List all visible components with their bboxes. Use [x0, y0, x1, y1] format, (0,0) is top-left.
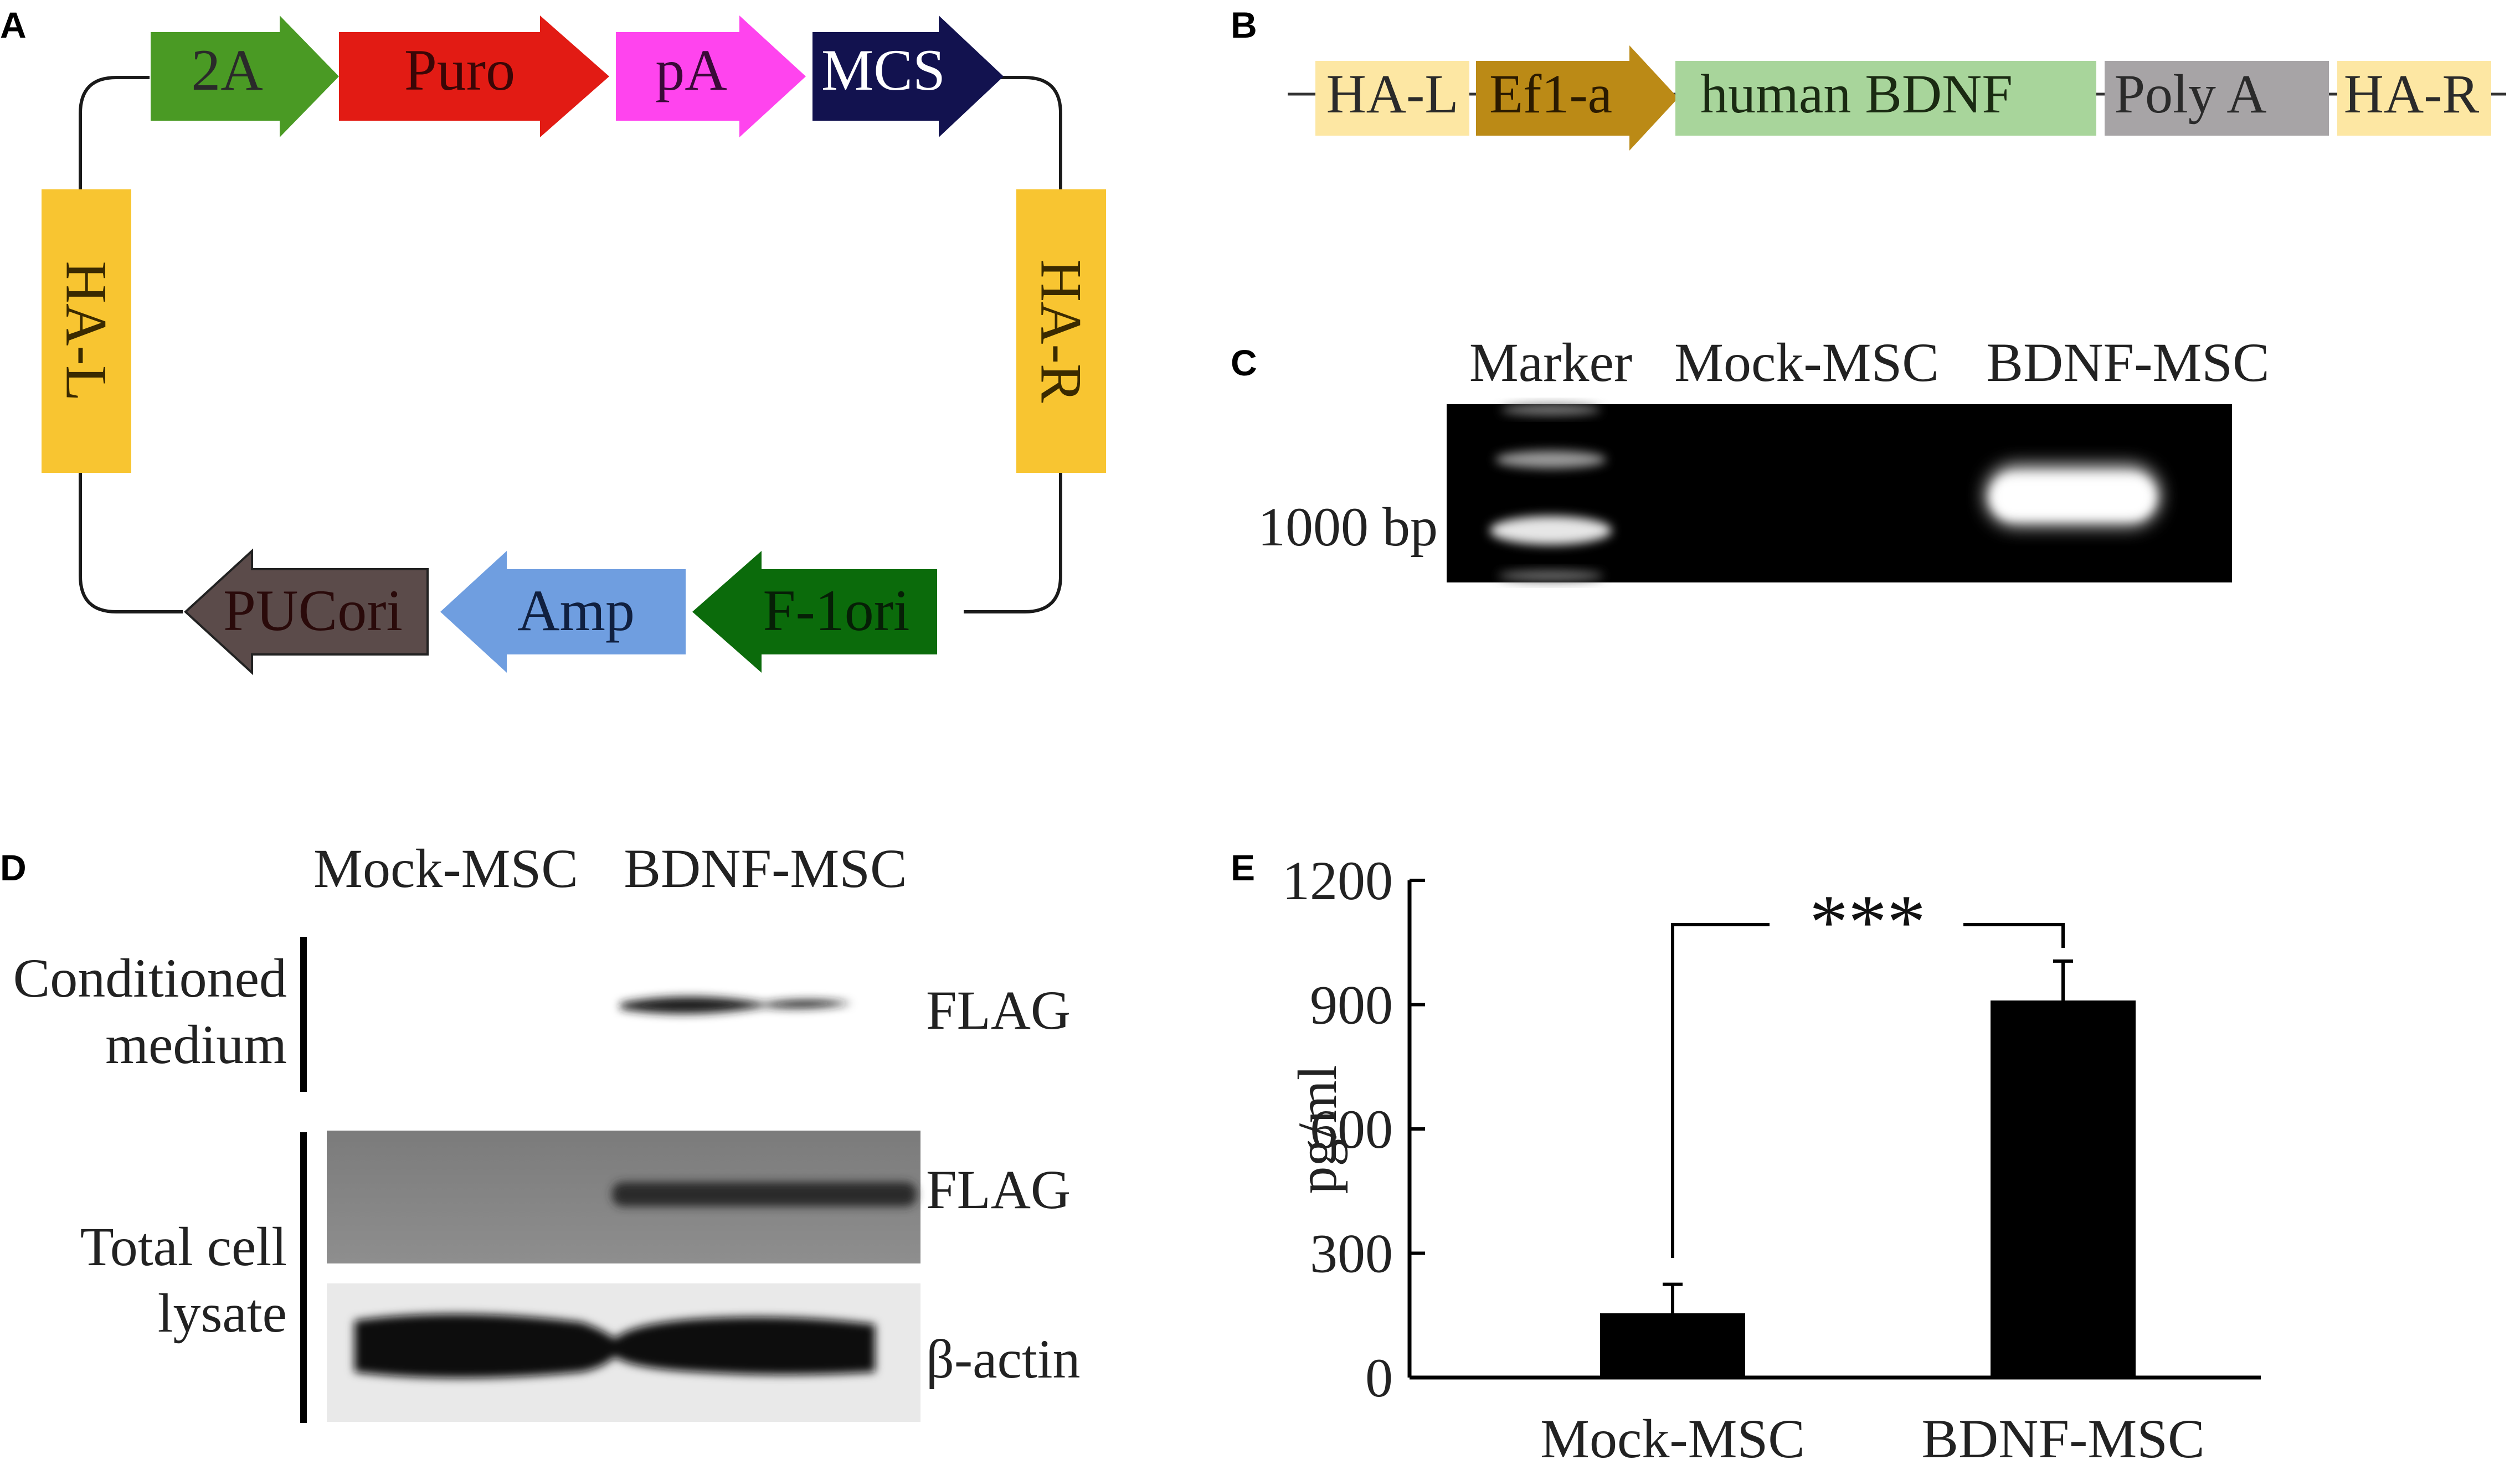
lane-label-mock: Mock-MSC: [1674, 332, 1939, 393]
panel-e-letter: E: [1231, 847, 1255, 888]
group-label-medium: medium: [105, 1014, 287, 1075]
feature-mcs-label: MCS: [821, 38, 945, 102]
band-label-cm-flag: FLAG: [926, 979, 1071, 1041]
y-axis-label: pg/ml: [1287, 1065, 1348, 1194]
ladder-band: [1501, 404, 1601, 415]
significance-stars: ***: [1809, 879, 1926, 965]
segment-bdnf: human BDNF: [1675, 61, 2096, 136]
y-tick-label: 600: [1310, 1098, 1393, 1160]
feature-ha-r: HA-R: [1016, 189, 1106, 473]
segment-bdnf-label: human BDNF: [1700, 63, 2013, 125]
segment-polya-shape: [2105, 61, 2329, 136]
feature-puro-shape: [339, 16, 609, 137]
lane-label-marker: Marker: [1469, 332, 1632, 393]
wb-band-actin: [354, 1314, 875, 1378]
panel-b-letter: B: [1231, 4, 1257, 45]
panel-d-letter: D: [0, 847, 27, 888]
segment-bdnf-shape: [1675, 61, 2096, 136]
segment-ef1a-shape: [1476, 45, 1678, 151]
segment-ha-l-label: HA-L: [1326, 63, 1459, 125]
panel-d: D Mock-MSC BDNF-MSC Conditioned medium T…: [0, 838, 1081, 1423]
ladder-band: [1495, 451, 1606, 468]
feature-puro-label: Puro: [404, 38, 515, 102]
segment-ha-r-shape: [2337, 61, 2491, 136]
wb-lane-mock: Mock-MSC: [313, 838, 578, 899]
panel-c-letter: C: [1231, 342, 1257, 383]
wb-band-cm-flag: [620, 997, 852, 1014]
segment-polya: Poly A: [2105, 61, 2329, 136]
feature-pucori: PUCori: [184, 548, 429, 675]
group-label-conditioned: Conditioned: [13, 947, 287, 1009]
panel-a-letter: A: [0, 4, 27, 45]
feature-ha-r-label: HA-R: [1029, 259, 1094, 403]
segment-ef1a-label: Ef1-a: [1489, 63, 1612, 125]
feature-2a: 2A: [151, 16, 339, 137]
bar-mock-msc: [1600, 1313, 1745, 1378]
ladder-band-1000bp: [1490, 516, 1612, 545]
group-label-lysate: lysate: [158, 1282, 287, 1344]
y-tick-label: 900: [1310, 974, 1393, 1036]
plasmid-backbone: [79, 76, 1062, 613]
feature-f1ori-label: F-1ori: [763, 578, 910, 643]
feature-ha-r-shape: [1016, 189, 1106, 473]
wb-band-lysate-flag: [612, 1182, 917, 1206]
feature-pa-label: pA: [655, 38, 727, 102]
feature-puro: Puro: [339, 16, 609, 137]
segment-ha-l: HA-L: [1315, 61, 1469, 136]
group-label-total-cell: Total cell: [80, 1216, 287, 1277]
feature-pa-shape: [616, 16, 806, 137]
band-label-lysate-flag: FLAG: [926, 1159, 1071, 1220]
y-tick-label: 1200: [1282, 850, 1393, 911]
feature-ha-l-label: HA-L: [54, 261, 119, 401]
feature-ha-l: HA-L: [42, 189, 131, 473]
feature-pucori-label: PUCori: [223, 578, 403, 643]
y-tick-label: 0: [1365, 1347, 1393, 1409]
band-label-actin: β-actin: [926, 1328, 1081, 1390]
feature-amp-label: Amp: [517, 578, 635, 643]
segment-polya-label: Poly A: [2114, 63, 2266, 125]
feature-f1ori-shape: [692, 551, 937, 673]
segment-ha-l-shape: [1315, 61, 1469, 136]
segment-ha-r-label: HA-R: [2344, 63, 2480, 125]
sig-bracket-left: [1671, 923, 1770, 1258]
size-label: 1000 bp: [1258, 496, 1438, 558]
feature-amp-shape: [440, 551, 686, 673]
sig-bracket-right: [1963, 923, 2065, 948]
bar-bdnf-msc: [1991, 1000, 2136, 1378]
feature-pucori-shape: [184, 548, 429, 675]
x-tick-label: BDNF-MSC: [1921, 1408, 2204, 1469]
panel-a: A 2A Puro pA MCS HA-L HA-R: [0, 4, 1106, 675]
pcr-band-bdnf: [1991, 475, 2154, 519]
panel-c: C Marker Mock-MSC BDNF-MSC 1000 bp: [1231, 332, 2270, 582]
feature-pa: pA: [616, 16, 806, 137]
feature-mcs: MCS: [812, 16, 1004, 137]
feature-f1ori: F-1ori: [692, 551, 937, 673]
feature-2a-shape: [151, 16, 339, 137]
feature-mcs-shape: [812, 16, 1004, 137]
x-tick-label: Mock-MSC: [1540, 1408, 1805, 1469]
panel-b: B HA-L Ef1-a human BDNF Poly A HA-R: [1231, 4, 2506, 151]
segment-ha-r: HA-R: [2337, 61, 2491, 136]
feature-2a-label: 2A: [191, 38, 263, 102]
lane-label-bdnf: BDNF-MSC: [1986, 332, 2269, 393]
feature-amp: Amp: [440, 551, 686, 673]
ladder-band: [1498, 570, 1603, 581]
y-tick-label: 300: [1310, 1223, 1393, 1285]
feature-ha-l-shape: [42, 189, 131, 473]
segment-ef1a: Ef1-a: [1476, 45, 1678, 151]
wb-lane-bdnf: BDNF-MSC: [624, 838, 907, 899]
